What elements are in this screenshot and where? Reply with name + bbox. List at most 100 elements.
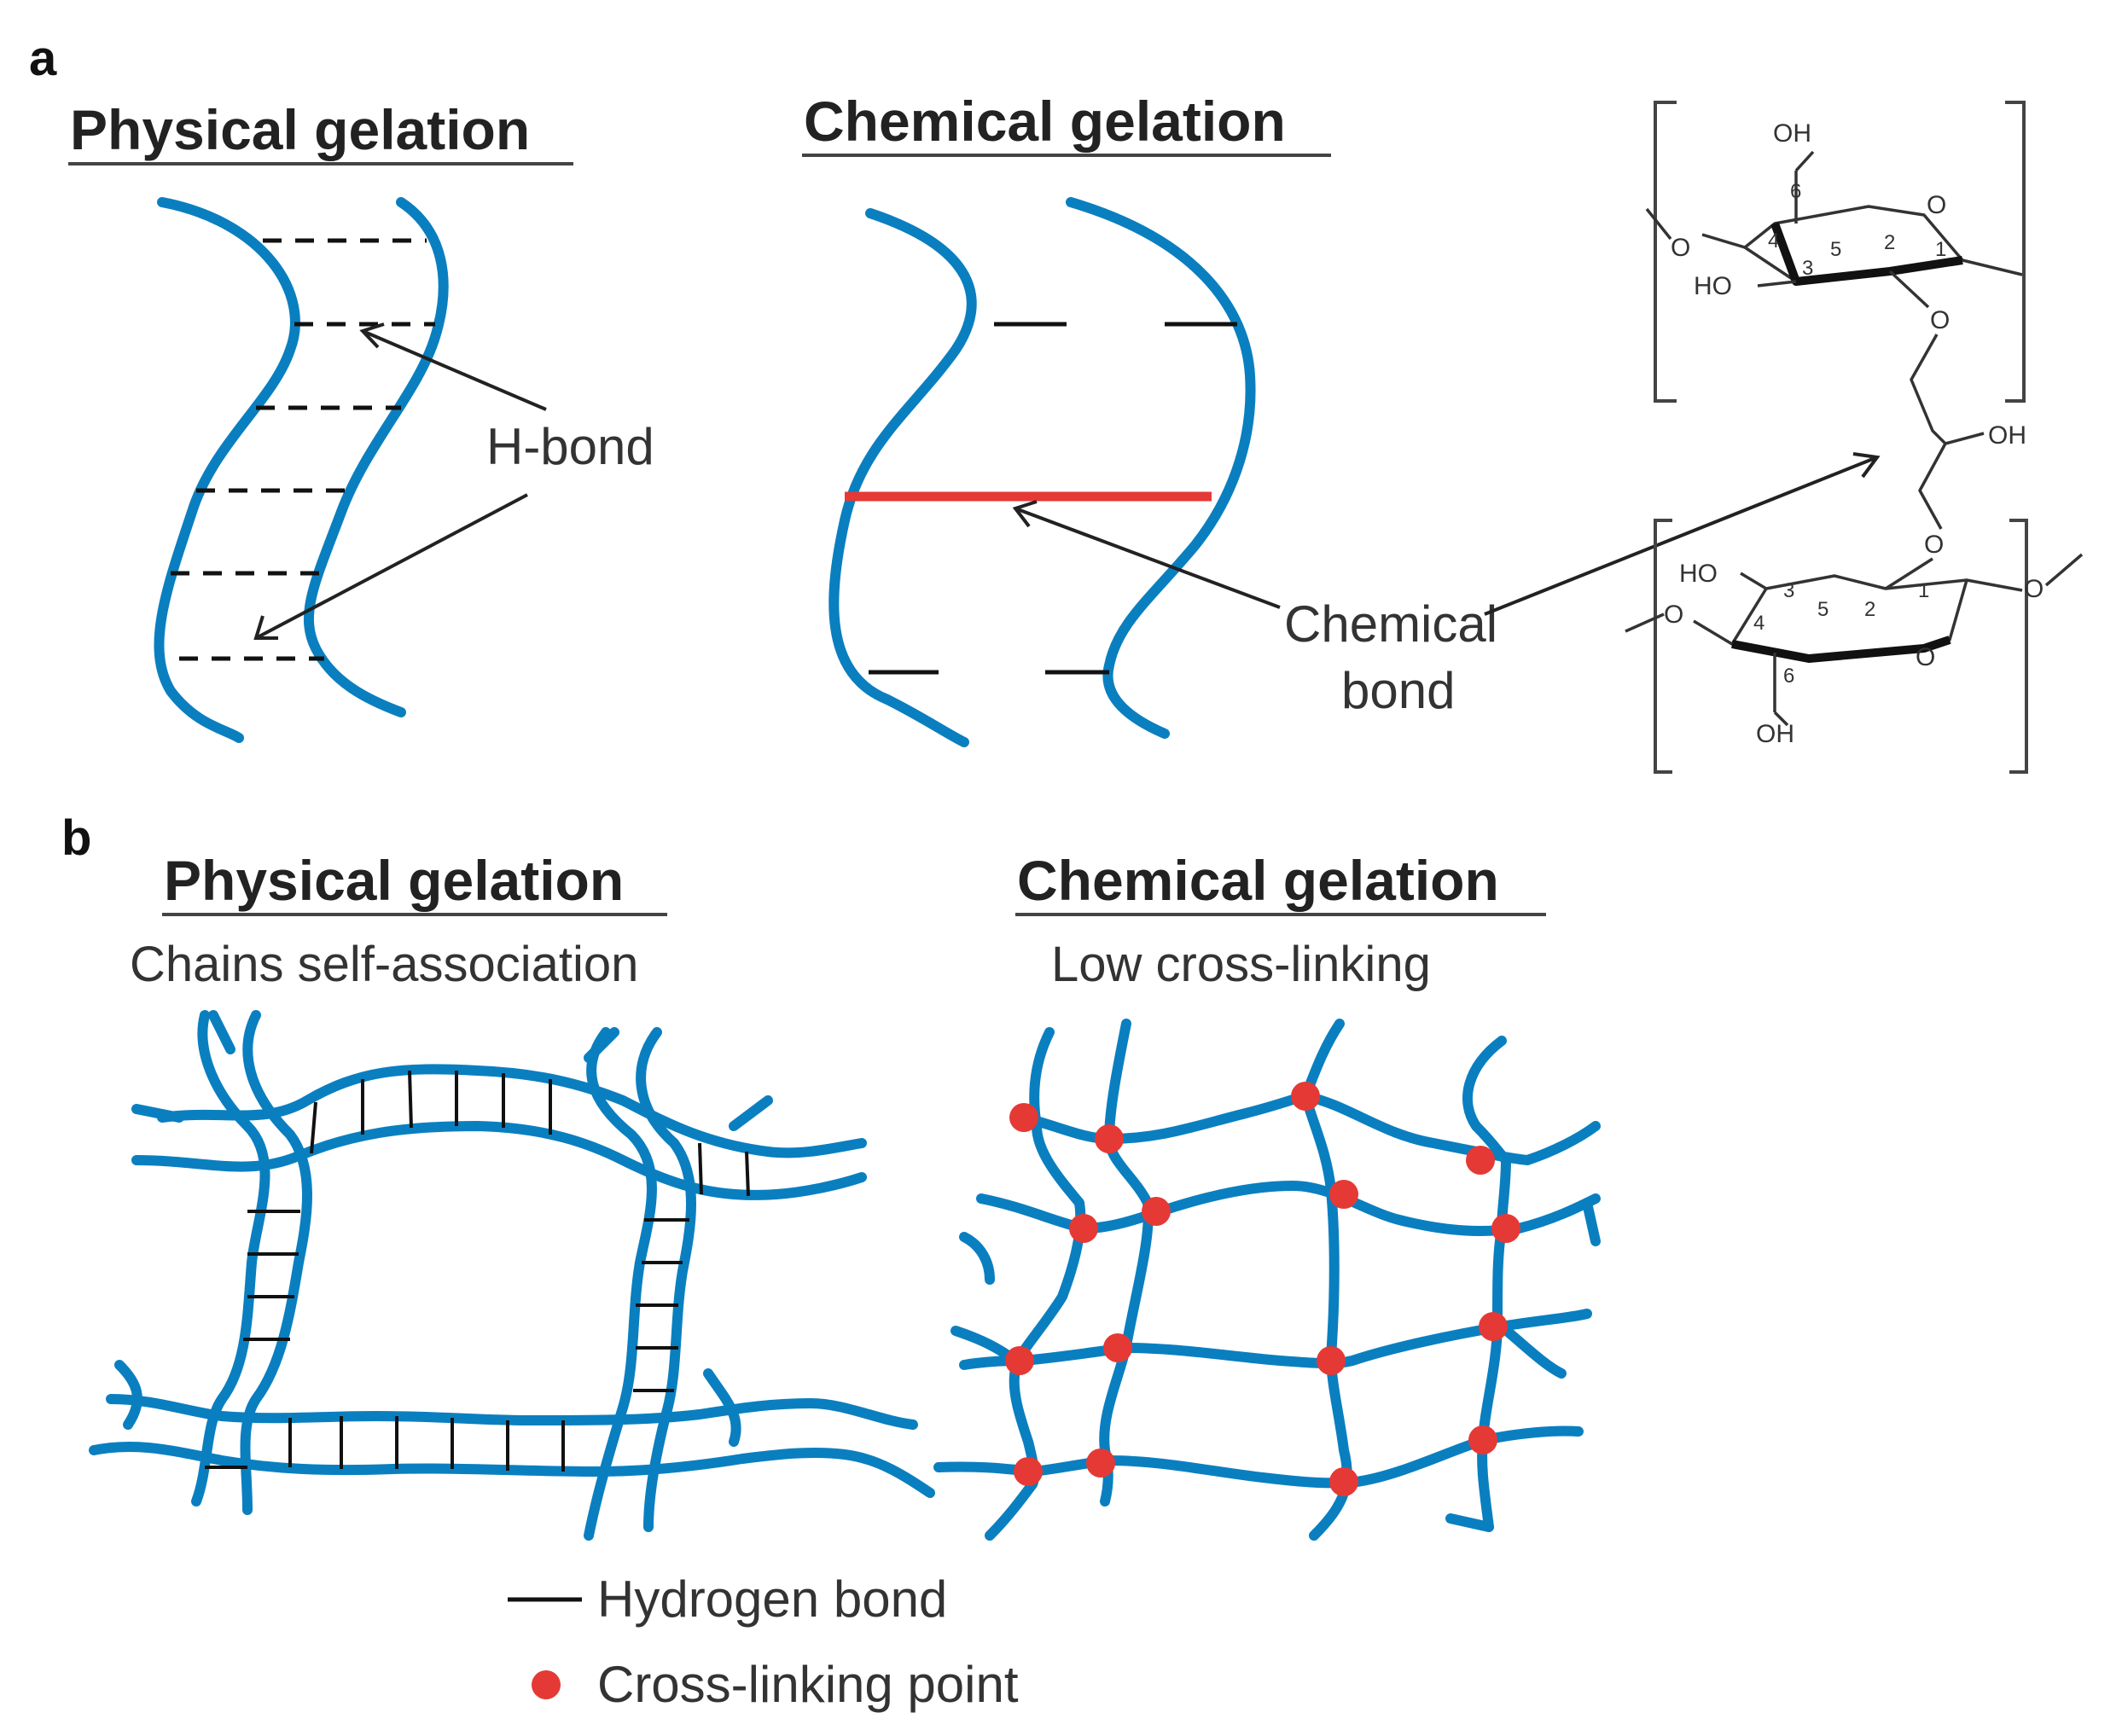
top-num-6: 6 [1790, 180, 1801, 203]
legend-crosslink-label: Cross-linking point [597, 1656, 1019, 1713]
crosslink-point [1005, 1346, 1034, 1375]
network-chain [191, 1010, 270, 1507]
physical-chain-right [303, 197, 449, 717]
linker-o-top: O [1930, 306, 1950, 334]
crosslink-point [1329, 1467, 1358, 1496]
chemical-chain-left [828, 208, 977, 747]
panel-a-letter: a [29, 31, 57, 86]
network-chain [1462, 1036, 1511, 1532]
hbond-rung [745, 1151, 750, 1197]
crosslink-point [1291, 1082, 1320, 1111]
bottom-ho-bond [1740, 572, 1767, 590]
chemical-bond-arrow-right [1484, 456, 1878, 616]
top-oh-label: OH [1773, 119, 1811, 148]
network-chain-end [131, 1104, 184, 1123]
panel-b-hbond-rungs [205, 1070, 750, 1472]
network-chain [1099, 1019, 1154, 1507]
network-chain-end [1309, 1488, 1349, 1541]
panel-a-physical-heading: Physical gelation [70, 98, 530, 161]
top-num-2: 2 [1884, 231, 1895, 254]
panel-a-chemical-heading: Chemical gelation [804, 90, 1286, 153]
top-num-5: 5 [1830, 238, 1841, 261]
bottom-left-stub [1625, 613, 1665, 633]
top-bracket-left [1654, 101, 1677, 403]
linker-oh-label: OH [1988, 421, 2026, 450]
panel-a-chemical-chains [828, 197, 1256, 747]
network-chain [89, 1441, 935, 1498]
linker-oh-bond [1945, 432, 1985, 445]
legend: Hydrogen bond Cross-linking point [508, 1571, 1019, 1713]
top-num-3: 3 [1802, 257, 1813, 280]
bottom-linker-bond [1885, 557, 1933, 590]
arrowhead [1012, 500, 1038, 528]
chemical-bond-arrow-left [1014, 507, 1281, 609]
chemical-bond-label-line2: bond [1341, 662, 1455, 719]
bottom-right-o: O [2024, 575, 2044, 603]
crosslink-point [1009, 1103, 1038, 1132]
arrowhead [253, 615, 278, 640]
top-ring-bold-edge [1770, 222, 1963, 286]
bottom-num-1: 1 [1918, 579, 1929, 602]
panel-a-hbond-dashes [171, 238, 435, 661]
crosslink-point [1086, 1449, 1115, 1478]
chemical-bond-label-line1: Chemical [1284, 595, 1497, 653]
bottom-ring-bold-edge [1731, 636, 1951, 663]
top-bracket-right [2005, 101, 2026, 403]
crosslink-point [1014, 1457, 1043, 1486]
arrowhead [359, 322, 385, 349]
network-chain-end [584, 1027, 619, 1063]
panel-b-physical-network [89, 1010, 935, 1541]
hbond-rung [408, 1070, 413, 1129]
network-chain [106, 1394, 918, 1430]
bottom-num-6: 6 [1783, 665, 1794, 688]
network-chain-end [729, 1095, 773, 1131]
crosslink-point [1317, 1346, 1346, 1375]
panel-b-crosslink-points [1005, 1082, 1520, 1496]
network-chain-end [114, 1360, 142, 1430]
panel-a-physical-chains [154, 197, 449, 743]
top-oh-bond [1794, 150, 1815, 172]
network-chain [131, 1121, 867, 1200]
network-chain-end [1497, 1321, 1567, 1379]
panel-b-physical-subtitle: Chains self-association [130, 937, 638, 992]
hbond-arrow-lower [255, 493, 528, 640]
top-ho-label: HO [1694, 272, 1732, 300]
bottom-left-o: O [1664, 601, 1683, 629]
arrowhead [1852, 452, 1881, 479]
panel-b-chemical-subtitle: Low cross-linking [1051, 937, 1431, 992]
hbond-arrow-upper [362, 329, 547, 411]
top-right-bond [1962, 258, 2023, 276]
hbond-arrows [253, 322, 547, 640]
network-chain [240, 1010, 312, 1515]
hbond-rung [310, 1101, 317, 1154]
top-left-o-bond [1701, 233, 1746, 249]
network-chain [157, 1064, 867, 1158]
panel-b-physical-heading: Physical gelation [164, 849, 624, 912]
bottom-bracket-left [1654, 519, 1672, 774]
crosslink-point [1069, 1214, 1098, 1243]
hbond-rung [698, 1142, 703, 1195]
crosslink-point [1329, 1180, 1358, 1209]
network-chain-end [1582, 1198, 1601, 1246]
crosslink-point [1468, 1425, 1497, 1454]
hbond-label: H-bond [486, 418, 654, 475]
network-chain [1009, 1027, 1086, 1489]
network-chain [584, 1027, 657, 1541]
crosslink-point [1103, 1333, 1132, 1362]
top-left-o: O [1671, 234, 1690, 262]
network-chain-end [959, 1232, 995, 1285]
bottom-num-5: 5 [1817, 598, 1828, 621]
network-chain-end [208, 1010, 235, 1054]
linker-bond-1 [1888, 270, 1930, 309]
legend-crosslink-swatch [532, 1670, 561, 1699]
physical-chain-left [154, 197, 300, 743]
network-chain-end [703, 1368, 741, 1447]
bottom-ho-label: HO [1679, 560, 1718, 588]
top-ring-o: O [1927, 191, 1946, 219]
top-num-4: 4 [1768, 229, 1779, 253]
bottom-oh-label: OH [1756, 720, 1794, 748]
crosslink-point [1095, 1124, 1124, 1153]
chemical-bond-arrows [1012, 452, 1881, 616]
bottom-num-3: 3 [1783, 579, 1794, 602]
